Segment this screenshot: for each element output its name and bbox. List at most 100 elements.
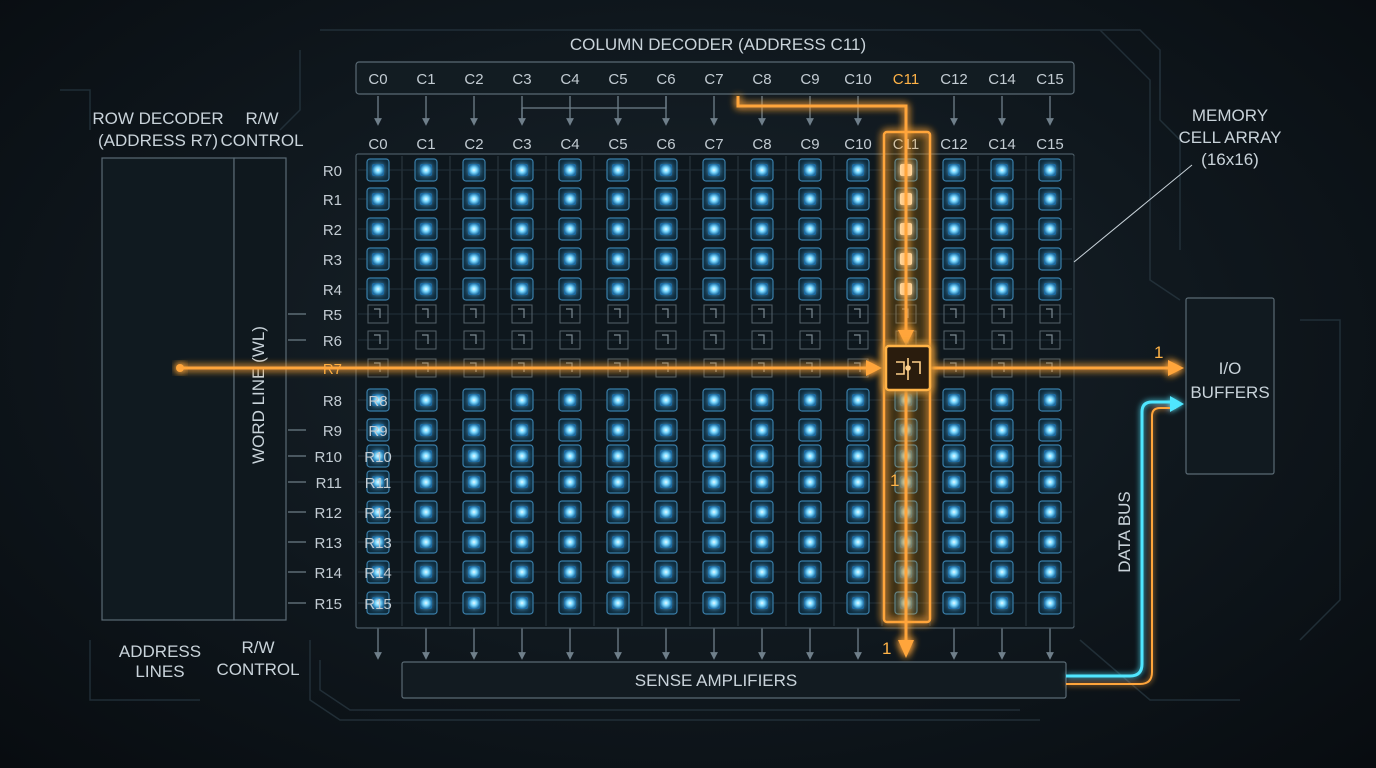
memory-cell xyxy=(798,418,822,442)
data-bus-line xyxy=(1066,396,1184,685)
memory-cell xyxy=(606,530,630,554)
inner-row-label-r14: R14 xyxy=(364,565,392,582)
column-decoder-label-c12: C12 xyxy=(940,71,968,88)
memory-cell xyxy=(366,158,390,182)
memory-cell xyxy=(654,187,678,211)
array-column-label-c4: C4 xyxy=(560,136,579,153)
memory-cell xyxy=(414,277,438,301)
memory-cell xyxy=(558,388,582,412)
memory-cell xyxy=(462,217,486,241)
memory-cell xyxy=(942,500,966,524)
memory-cell xyxy=(606,247,630,271)
memory-cell xyxy=(702,470,726,494)
memory-cell xyxy=(702,500,726,524)
memory-cell-dim xyxy=(655,330,677,350)
memory-cell-dim xyxy=(511,330,533,350)
memory-cell xyxy=(654,388,678,412)
address-lines-label-1: ADDRESS xyxy=(119,642,201,661)
memory-cell xyxy=(846,530,870,554)
memory-cell xyxy=(510,591,534,615)
memory-cell xyxy=(846,418,870,442)
memory-cell xyxy=(846,217,870,241)
memory-cell xyxy=(558,418,582,442)
memory-cell xyxy=(942,560,966,584)
memory-cell xyxy=(1038,530,1062,554)
column-decoder-label-c2: C2 xyxy=(464,71,483,88)
memory-cell xyxy=(1038,247,1062,271)
memory-cell xyxy=(1038,500,1062,524)
memory-cell xyxy=(1038,187,1062,211)
memory-cell xyxy=(558,591,582,615)
memory-cell xyxy=(990,277,1014,301)
memory-cell-dim xyxy=(943,304,965,324)
memory-cell xyxy=(798,444,822,468)
memory-array-label-1: MEMORY xyxy=(1192,106,1268,125)
column-decoder-label-c1: C1 xyxy=(416,71,435,88)
memory-cell xyxy=(606,418,630,442)
memory-cell xyxy=(606,388,630,412)
row-label-r2: R2 xyxy=(323,222,342,239)
memory-cell xyxy=(702,277,726,301)
column-decoder-label-c0: C0 xyxy=(368,71,387,88)
memory-cell xyxy=(558,444,582,468)
column-select-arrows xyxy=(374,96,1054,660)
memory-cell xyxy=(654,158,678,182)
memory-cell xyxy=(366,277,390,301)
memory-cell-dim xyxy=(1039,330,1061,350)
memory-cell xyxy=(750,277,774,301)
memory-cell xyxy=(1038,418,1062,442)
memory-cell xyxy=(414,158,438,182)
memory-cell xyxy=(558,277,582,301)
memory-cell xyxy=(846,470,870,494)
memory-cell-dim xyxy=(847,304,869,324)
memory-cell xyxy=(654,418,678,442)
memory-cell xyxy=(702,247,726,271)
memory-cell xyxy=(750,388,774,412)
memory-cell xyxy=(558,500,582,524)
memory-cell xyxy=(366,247,390,271)
inner-row-label-r13: R13 xyxy=(364,535,392,552)
memory-cell xyxy=(846,444,870,468)
array-column-label-c8: C8 xyxy=(752,136,771,153)
memory-cell xyxy=(606,217,630,241)
memory-cell xyxy=(606,158,630,182)
memory-cell-dim xyxy=(559,304,581,324)
memory-cell xyxy=(366,530,390,554)
memory-cell xyxy=(798,470,822,494)
row-label-r13: R13 xyxy=(314,535,342,552)
memory-cell xyxy=(750,187,774,211)
memory-cell xyxy=(462,418,486,442)
memory-cell xyxy=(462,187,486,211)
inner-row-label-r9: R9 xyxy=(368,423,387,440)
memory-cell xyxy=(942,158,966,182)
memory-cell xyxy=(414,388,438,412)
row-decoder-tree xyxy=(110,168,232,605)
selected-path xyxy=(180,96,1168,640)
memory-cell xyxy=(798,500,822,524)
row-output-stubs xyxy=(288,168,306,604)
memory-cell xyxy=(702,560,726,584)
memory-cell xyxy=(798,217,822,241)
memory-cell xyxy=(510,418,534,442)
memory-cell xyxy=(606,591,630,615)
io-buffers-label-2: BUFFERS xyxy=(1190,383,1269,402)
column-decoder-label-c3: C3 xyxy=(512,71,531,88)
memory-cell xyxy=(462,247,486,271)
memory-cell xyxy=(606,444,630,468)
memory-cell xyxy=(414,247,438,271)
memory-cell xyxy=(366,444,390,468)
row-label-r3: R3 xyxy=(323,252,342,269)
memory-cell-dim xyxy=(703,304,725,324)
memory-cell-dim xyxy=(943,330,965,350)
column-decoder-label-c5: C5 xyxy=(608,71,627,88)
column-decoder-label-c15: C15 xyxy=(1036,71,1064,88)
column-decoder-label-c14: C14 xyxy=(988,71,1016,88)
column-decoder-label-c10: C10 xyxy=(844,71,872,88)
memory-cell xyxy=(462,530,486,554)
memory-cell xyxy=(654,217,678,241)
address-lines-label-2: LINES xyxy=(135,662,184,681)
